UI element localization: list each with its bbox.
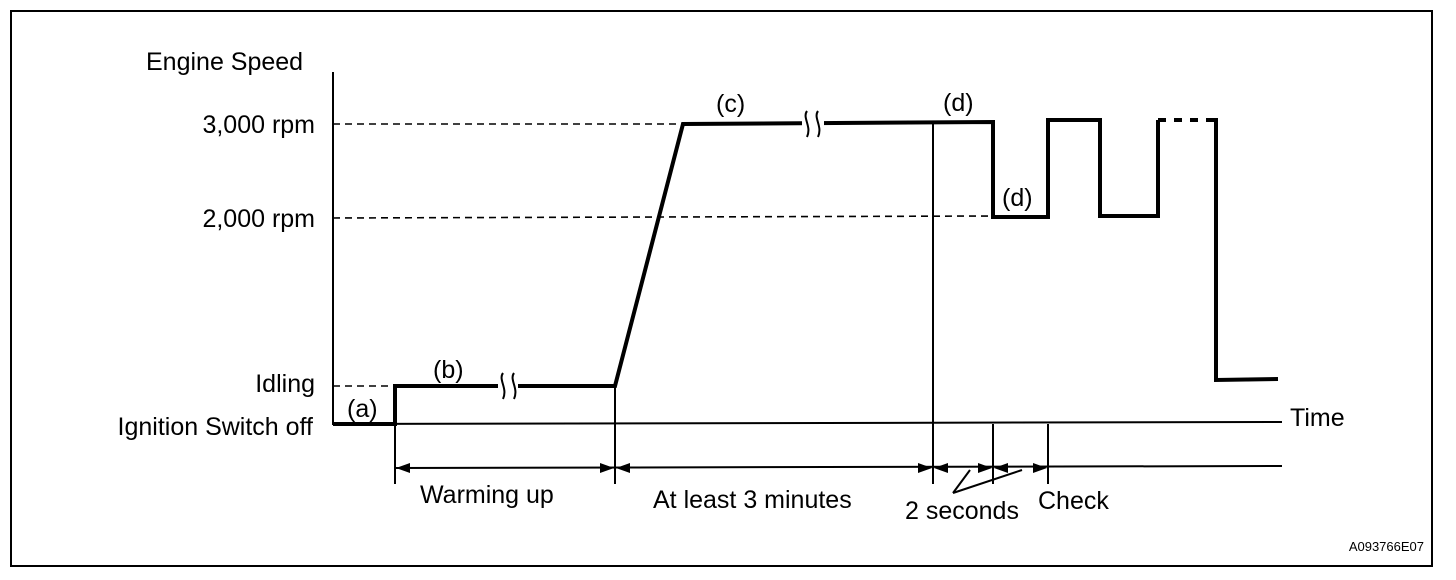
- time-axis-title: Time: [1290, 404, 1345, 432]
- rpm-3000-label: 3,000 rpm: [202, 111, 315, 139]
- timeline-line: [394, 465, 1283, 469]
- check-label: Check: [1038, 487, 1109, 515]
- break-mark-c: [802, 110, 824, 138]
- idling-label: Idling: [255, 370, 315, 398]
- figure-code: A093766E07: [1349, 539, 1424, 554]
- step-b-label: (b): [433, 356, 464, 384]
- two-seconds-pointer-b: [952, 469, 1023, 494]
- step-a-label: (a): [347, 395, 378, 423]
- engine-speed-trace: [333, 118, 1160, 426]
- diagram-border: [10, 10, 1433, 567]
- step-c-label: (c): [716, 90, 745, 118]
- rpm-2000-reference-line: [332, 215, 994, 219]
- y-axis-title: Engine Speed: [146, 48, 303, 76]
- two-seconds-pointer-a: [952, 469, 971, 494]
- time-axis: [332, 421, 1283, 425]
- break-mark-b: [498, 372, 518, 400]
- engine-speed-trace-end: [1214, 118, 1279, 383]
- step-d-low-label: (d): [1002, 184, 1033, 212]
- rpm-2000-label: 2,000 rpm: [202, 205, 315, 233]
- two-seconds-label: 2 seconds: [905, 497, 1019, 525]
- warming-up-label: Warming up: [420, 481, 554, 509]
- at-least-3-minutes-label: At least 3 minutes: [653, 486, 852, 514]
- timeline-arrows: [396, 463, 1047, 473]
- ignition-off-label: Ignition Switch off: [118, 413, 314, 441]
- step-d-high-label: (d): [943, 89, 974, 117]
